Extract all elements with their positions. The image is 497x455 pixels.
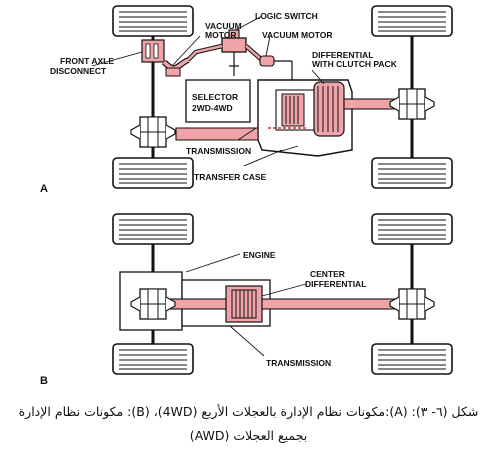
label-selector-1: SELECTOR (192, 92, 238, 102)
caption-line-2: بجميع العجلات (AWD) (189, 428, 308, 443)
rear-right-tire (371, 157, 453, 189)
front-driveshaft-a (175, 127, 259, 141)
label-front-axle-1: FRONT AXLE (60, 56, 114, 66)
label-vacuum-motor-left-1: VACUUM (205, 21, 242, 31)
panel-letter-b: B (40, 375, 48, 387)
label-differential-1: DIFFERENTIAL (312, 50, 373, 60)
rear-driveshaft-b (261, 298, 397, 310)
rear-left-tire (112, 157, 194, 189)
front-left-tire (112, 5, 194, 37)
selector-2wd-4wd (185, 79, 251, 123)
caption-line-1: شكل (٦- ٣): (A):مكونات نظام الإدارة بالع… (18, 404, 479, 419)
front-right-tire (371, 5, 453, 37)
label-center-differential-2: DIFFERENTIAL (305, 279, 366, 289)
rear-right-tire-b (371, 343, 453, 375)
label-vacuum-motor-right: VACUUM MOTOR (262, 30, 333, 40)
logic-switch (186, 29, 264, 76)
label-differential-2: WITH CLUTCH PACK (312, 59, 398, 69)
label-engine: ENGINE (243, 250, 276, 260)
front-right-tire-b (371, 213, 453, 245)
front-axle-disconnect (141, 39, 165, 63)
front-differential-a (130, 116, 176, 148)
panel-a: FRONT AXLE DISCONNECT VACUUM MOTOR LOGIC… (40, 5, 453, 195)
rear-differential-a (389, 88, 435, 120)
center-differential (225, 285, 263, 323)
rear-driveshaft-a (343, 98, 395, 110)
vacuum-motor-left (161, 57, 190, 77)
transfer-case (257, 79, 353, 157)
label-transmission-b: TRANSMISSION (266, 358, 331, 368)
front-left-tire-b (112, 213, 194, 245)
label-transmission-a: TRANSMISSION (186, 146, 251, 156)
rear-differential-b (389, 288, 435, 320)
label-vacuum-motor-left-2: MOTOR (205, 30, 236, 40)
label-center-differential-1: CENTER (310, 269, 345, 279)
label-front-axle-2: DISCONNECT (50, 66, 107, 76)
panel-b: ENGINE CENTER DIFFERENTIAL TRANSMISSION … (40, 213, 453, 387)
panel-letter-a: A (40, 183, 48, 195)
drivetrain-diagram: FRONT AXLE DISCONNECT VACUUM MOTOR LOGIC… (40, 5, 453, 387)
label-transfer-case: TRANSFER CASE (194, 172, 267, 182)
label-logic-switch: LOGIC SWITCH (255, 11, 318, 21)
rear-left-tire-b (112, 343, 194, 375)
label-selector-2: 2WD-4WD (192, 103, 233, 113)
